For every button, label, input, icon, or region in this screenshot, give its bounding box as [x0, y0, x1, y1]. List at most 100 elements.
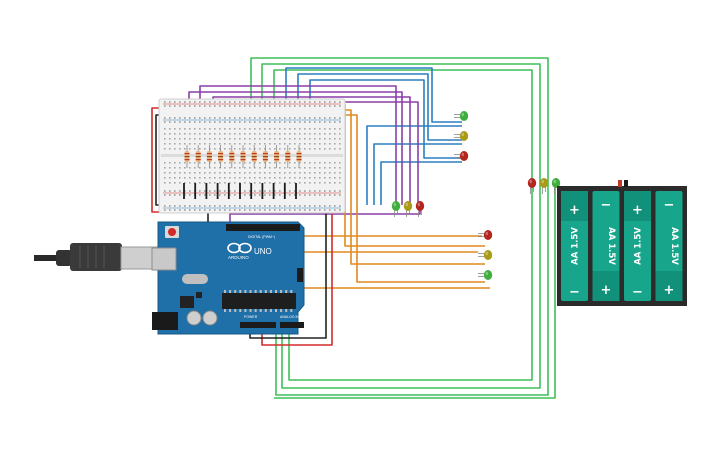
breadboard-hole[interactable]: [189, 117, 191, 119]
breadboard-hole[interactable]: [219, 138, 221, 140]
breadboard-hole[interactable]: [169, 209, 171, 211]
breadboard-hole[interactable]: [204, 209, 206, 211]
breadboard-hole[interactable]: [209, 177, 211, 179]
breadboard-hole[interactable]: [294, 105, 296, 107]
breadboard-hole[interactable]: [329, 205, 331, 207]
breadboard-hole[interactable]: [174, 148, 176, 150]
breadboard-hole[interactable]: [289, 101, 291, 103]
breadboard-hole[interactable]: [184, 209, 186, 211]
breadboard-hole[interactable]: [309, 101, 311, 103]
breadboard-hole[interactable]: [244, 172, 246, 174]
breadboard-hole[interactable]: [324, 121, 326, 123]
breadboard-hole[interactable]: [234, 105, 236, 107]
breadboard-hole[interactable]: [264, 105, 266, 107]
breadboard-hole[interactable]: [259, 177, 261, 179]
breadboard-hole[interactable]: [269, 128, 271, 130]
breadboard-hole[interactable]: [244, 177, 246, 179]
breadboard-hole[interactable]: [229, 182, 231, 184]
breadboard-hole[interactable]: [229, 138, 231, 140]
breadboard-hole[interactable]: [339, 121, 341, 123]
breadboard-hole[interactable]: [259, 205, 261, 207]
breadboard-hole[interactable]: [339, 182, 341, 184]
breadboard-hole[interactable]: [284, 162, 286, 164]
breadboard-hole[interactable]: [274, 148, 276, 150]
breadboard-hole[interactable]: [304, 121, 306, 123]
breadboard-hole[interactable]: [334, 105, 336, 107]
breadboard-hole[interactable]: [274, 182, 276, 184]
breadboard-hole[interactable]: [314, 105, 316, 107]
breadboard-hole[interactable]: [269, 190, 271, 192]
breadboard-hole[interactable]: [309, 205, 311, 207]
breadboard-hole[interactable]: [229, 133, 231, 135]
breadboard-hole[interactable]: [269, 209, 271, 211]
breadboard-hole[interactable]: [324, 209, 326, 211]
breadboard-hole[interactable]: [244, 209, 246, 211]
breadboard-hole[interactable]: [234, 143, 236, 145]
breadboard-hole[interactable]: [164, 133, 166, 135]
breadboard-hole[interactable]: [214, 128, 216, 130]
breadboard-hole[interactable]: [299, 105, 301, 107]
breadboard-hole[interactable]: [169, 172, 171, 174]
breadboard-hole[interactable]: [174, 101, 176, 103]
breadboard-hole[interactable]: [209, 121, 211, 123]
breadboard-hole[interactable]: [189, 190, 191, 192]
breadboard-hole[interactable]: [314, 101, 316, 103]
breadboard-hole[interactable]: [319, 128, 321, 130]
breadboard-hole[interactable]: [169, 138, 171, 140]
breadboard-hole[interactable]: [194, 172, 196, 174]
breadboard-hole[interactable]: [274, 121, 276, 123]
breadboard-hole[interactable]: [214, 182, 216, 184]
breadboard-hole[interactable]: [324, 205, 326, 207]
breadboard-hole[interactable]: [269, 167, 271, 169]
breadboard-hole[interactable]: [189, 148, 191, 150]
breadboard-hole[interactable]: [254, 138, 256, 140]
resistor[interactable]: [229, 145, 235, 168]
breadboard-hole[interactable]: [239, 209, 241, 211]
breadboard-hole[interactable]: [209, 162, 211, 164]
breadboard-hole[interactable]: [249, 133, 251, 135]
breadboard-hole[interactable]: [289, 121, 291, 123]
breadboard-hole[interactable]: [314, 121, 316, 123]
breadboard-hole[interactable]: [199, 172, 201, 174]
breadboard-hole[interactable]: [274, 128, 276, 130]
breadboard-hole[interactable]: [174, 190, 176, 192]
breadboard-hole[interactable]: [249, 182, 251, 184]
breadboard-hole[interactable]: [199, 194, 201, 196]
breadboard-hole[interactable]: [189, 133, 191, 135]
breadboard-hole[interactable]: [194, 205, 196, 207]
breadboard-hole[interactable]: [309, 182, 311, 184]
breadboard-hole[interactable]: [174, 205, 176, 207]
breadboard-hole[interactable]: [239, 105, 241, 107]
breadboard-hole[interactable]: [319, 117, 321, 119]
breadboard-hole[interactable]: [249, 121, 251, 123]
breadboard-hole[interactable]: [169, 182, 171, 184]
breadboard-hole[interactable]: [289, 148, 291, 150]
breadboard-hole[interactable]: [234, 121, 236, 123]
breadboard-hole[interactable]: [309, 167, 311, 169]
breadboard-hole[interactable]: [224, 167, 226, 169]
breadboard-hole[interactable]: [164, 172, 166, 174]
breadboard-hole[interactable]: [329, 190, 331, 192]
breadboard-hole[interactable]: [289, 209, 291, 211]
breadboard-hole[interactable]: [179, 133, 181, 135]
breadboard-hole[interactable]: [179, 101, 181, 103]
breadboard-hole[interactable]: [164, 194, 166, 196]
breadboard-hole[interactable]: [239, 138, 241, 140]
breadboard-hole[interactable]: [204, 148, 206, 150]
breadboard-hole[interactable]: [214, 121, 216, 123]
breadboard-hole[interactable]: [284, 105, 286, 107]
breadboard-hole[interactable]: [329, 177, 331, 179]
breadboard-hole[interactable]: [169, 121, 171, 123]
breadboard-hole[interactable]: [319, 101, 321, 103]
breadboard-hole[interactable]: [224, 121, 226, 123]
breadboard-hole[interactable]: [314, 162, 316, 164]
breadboard-hole[interactable]: [249, 101, 251, 103]
breadboard-hole[interactable]: [329, 182, 331, 184]
breadboard-hole[interactable]: [299, 182, 301, 184]
breadboard-hole[interactable]: [234, 182, 236, 184]
breadboard-hole[interactable]: [334, 205, 336, 207]
breadboard-hole[interactable]: [184, 205, 186, 207]
breadboard-hole[interactable]: [164, 148, 166, 150]
breadboard-hole[interactable]: [264, 143, 266, 145]
breadboard-hole[interactable]: [189, 143, 191, 145]
